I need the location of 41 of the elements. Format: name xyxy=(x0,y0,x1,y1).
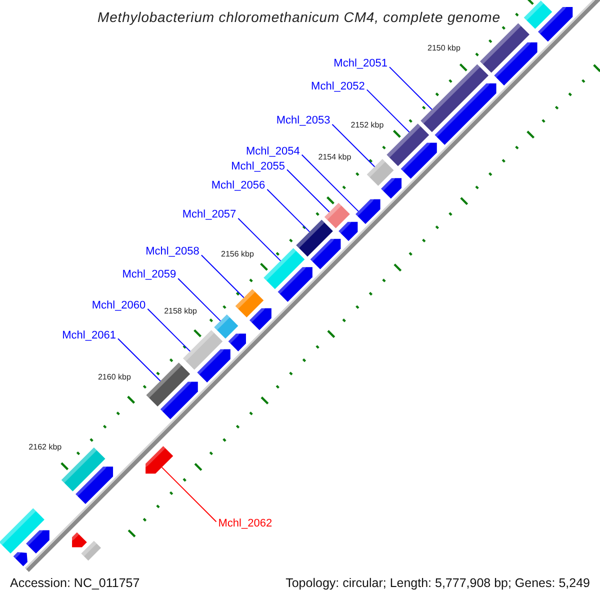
gene-label: Mchl_2057 xyxy=(182,208,236,222)
gene-bar xyxy=(264,248,305,290)
genome-info-text: Topology: circular; Length: 5,777,908 bp; Genes: 5,249 xyxy=(284,576,592,591)
leader-line xyxy=(389,66,432,110)
gene-label: Mchl_2061 xyxy=(62,328,116,342)
leader-line xyxy=(366,89,410,133)
scale-label: 2156 kbp xyxy=(221,250,254,259)
leader-line xyxy=(117,338,161,382)
gene-label: Mchl_2051 xyxy=(334,57,388,70)
gene-label: Mchl_2052 xyxy=(311,80,365,93)
scale-label: 2152 kbp xyxy=(350,120,384,130)
gene-label: Mchl_2053 xyxy=(276,114,330,128)
gene-label: Mchl_2059 xyxy=(122,268,176,282)
gene-bar xyxy=(324,202,350,228)
leader-line xyxy=(178,278,221,322)
leader-line xyxy=(301,154,359,212)
gene-label: Mchl_2058 xyxy=(146,245,200,258)
gene-label: Mchl_2062 xyxy=(218,517,272,530)
leader-line xyxy=(266,188,310,232)
scale-label: 2154 kbp xyxy=(318,152,352,162)
gene-bar xyxy=(183,330,223,370)
scale-label: 2150 kbp xyxy=(428,43,460,52)
gene-bar xyxy=(296,220,333,257)
gene-bar xyxy=(386,124,430,166)
gene-label: Mchl_2060 xyxy=(92,299,146,312)
gene-label: Mchl_2055 xyxy=(231,160,285,173)
leader-line xyxy=(161,466,217,522)
scale-label: 2160 kbp xyxy=(98,372,131,382)
leader-line xyxy=(238,218,282,262)
accession-text: Accession: NC_011757 xyxy=(8,576,142,591)
scale-label: 2162 kbp xyxy=(28,442,62,452)
leader-line xyxy=(147,308,191,352)
leader-line xyxy=(286,169,330,213)
gene-bar xyxy=(366,159,394,186)
leader-line xyxy=(200,254,244,298)
gene-bar xyxy=(524,0,552,29)
map-title: Methylobacterium chloromethanicum CM4, complete genome xyxy=(98,9,500,25)
scale-label: 2158 kbp xyxy=(164,306,197,316)
leader-line xyxy=(332,124,376,168)
gene-label: Mchl_2056 xyxy=(211,180,266,193)
gene-label: Mchl_2054 xyxy=(246,145,300,158)
